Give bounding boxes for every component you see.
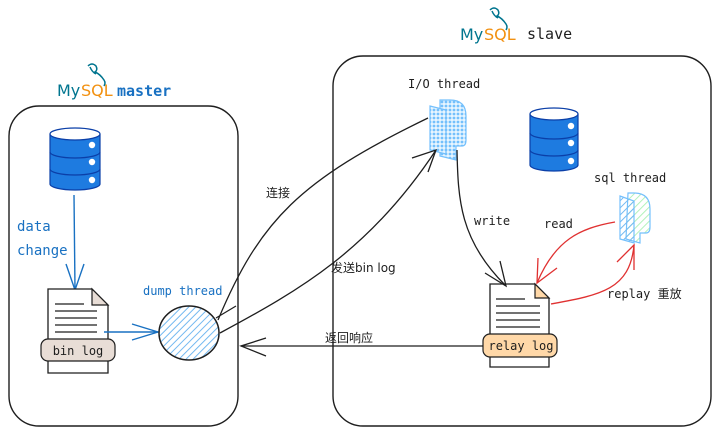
master-header: My SQL master [57,63,171,100]
write-label: write [474,214,510,228]
dump-thread-icon [158,305,220,361]
relaylog-document: relay log [482,282,558,368]
master-container [8,105,239,427]
sql-thread-label: sql thread [594,171,666,185]
binlog-tag [40,338,116,362]
send-binlog-label: 发送bin log [331,260,396,275]
mysql-logo-my: My [57,81,80,100]
replay-label: replay 重放 [607,286,682,301]
mysql-logo-sql: SQL [81,81,113,100]
io-thread-icon [429,99,467,161]
slave-database-icon [529,107,579,172]
mysql-logo-my: My [460,25,483,44]
slave-container [332,55,712,427]
mysql-dolphin-icon [87,63,106,87]
mysql-logo-sql: SQL [484,25,516,44]
binlog-document: bin log [40,287,116,374]
io-thread-label: I/O thread [408,77,480,91]
return-response-label: 返回响应 [325,330,373,345]
relaylog-label: relay log [488,339,553,353]
master-title: master [117,82,171,100]
slave-title: slave [527,25,572,43]
replay-arrow [550,243,635,305]
sql-thread-icon [619,192,651,244]
mysql-dolphin-icon [489,7,508,31]
write-arrow [456,149,508,288]
data-change-arrow [65,194,85,293]
data-change-label-line1: data [17,219,51,235]
connect-arrow [217,117,429,321]
binlog-label: bin log [53,344,104,358]
dump-thread-label: dump thread [143,284,222,298]
send-binlog-arrow [215,148,438,334]
master-database-icon [49,127,101,191]
read-arrow [536,221,616,285]
data-change-label-line2: change [17,243,68,259]
binlog-to-dump-arrow [104,323,161,341]
connect-label: 连接 [266,185,290,200]
slave-header: My SQL slave [460,7,572,44]
return-response-arrow [239,337,483,357]
read-label: read [544,217,573,231]
